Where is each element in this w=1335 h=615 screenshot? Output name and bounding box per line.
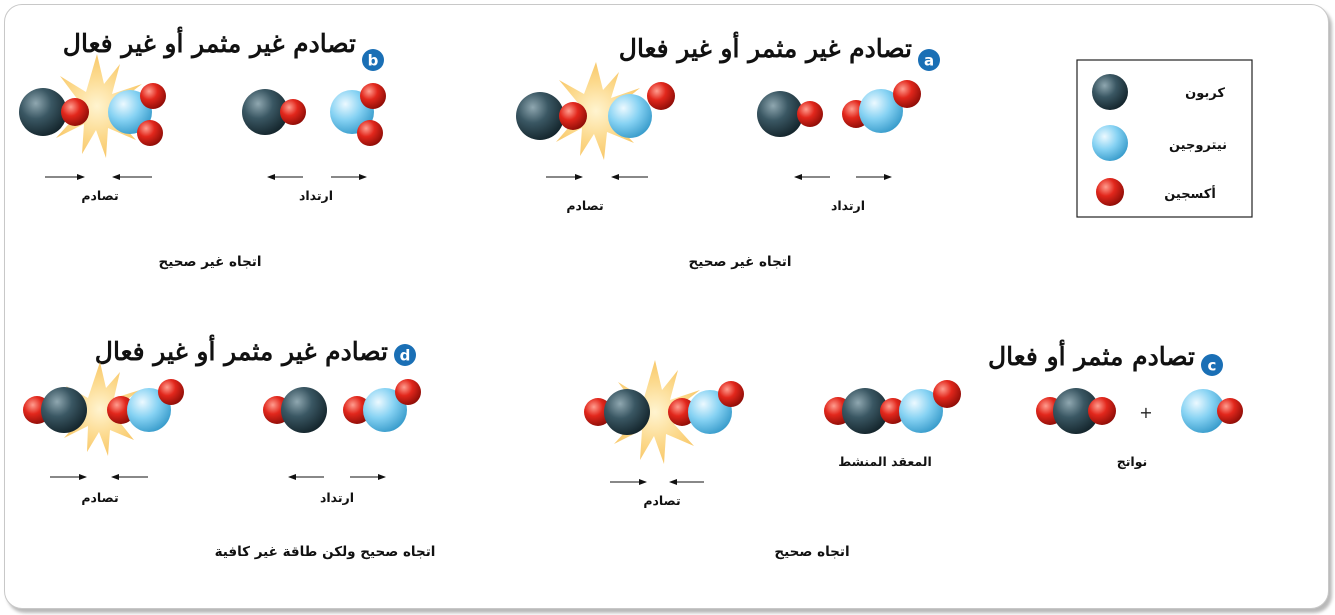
oxygen-atom-icon (107, 396, 135, 424)
svg-text:a: a (924, 52, 934, 70)
plus-sign: + (1139, 403, 1152, 422)
panel-d-title: تصادم غير مثمر أو غير فعال (95, 333, 388, 367)
carbon-atom-icon (757, 91, 803, 137)
legend-oxygen: أكسجين (1164, 185, 1216, 202)
oxygen-atom-icon (343, 396, 371, 424)
oxygen-atom-icon (140, 83, 166, 109)
svg-text:d: d (400, 347, 411, 365)
panel-b-collision-label: تصادم (81, 188, 118, 204)
panel-c-activated-complex-label: المعقد المنشط (838, 454, 932, 469)
oxygen-atom-icon (647, 82, 675, 110)
panel-d-rebound-label: ارتداد (320, 490, 354, 505)
badge-c (1201, 354, 1223, 376)
oxygen-atom-icon (61, 98, 89, 126)
oxygen-atom-icon (668, 398, 696, 426)
legend-box: كربون نيتروجين أكسجين (1076, 59, 1253, 218)
carbon-atom-icon (604, 389, 650, 435)
oxygen-atom-icon (357, 120, 383, 146)
nitrogen-atom-icon (1181, 389, 1225, 433)
svg-text:c: c (1208, 357, 1217, 375)
oxygen-atom-icon (718, 381, 744, 407)
panel-b-title: تصادم غير مثمر أو غير فعال (63, 25, 356, 59)
panel-a-rebound-label: ارتداد (831, 198, 865, 213)
oxygen-atom-icon (933, 380, 961, 408)
panel-c-direction: اتجاه صحيح (774, 544, 849, 560)
oxygen-atom-icon (158, 379, 184, 405)
carbon-atom-icon (242, 89, 288, 135)
collision-burst-icon (56, 362, 144, 456)
panel-d: d تصادم غير مثمر أو غير فعال تصادم ارتدا… (23, 333, 435, 560)
panel-c-products-label: نواتج (1117, 454, 1148, 469)
oxygen-atom-icon (559, 102, 587, 130)
panel-a: a تصادم غير مثمر أو غير فعال تصادم ارتدا… (516, 30, 940, 270)
oxygen-atom-icon (880, 398, 906, 424)
oxygen-atom-icon (584, 398, 612, 426)
panel-b: b تصادم غير مثمر أو غير فعال تصادم ارتدا… (19, 25, 386, 270)
carbon-atom-icon (842, 388, 888, 434)
legend-carbon: كربون (1185, 86, 1225, 101)
panel-d-direction: اتجاه صحيح ولكن طاقة غير كافية (215, 544, 436, 560)
oxygen-atom-icon (360, 83, 386, 109)
nitrogen-atom-icon (608, 94, 652, 138)
carbon-atom-icon (19, 88, 67, 136)
panel-c-title: تصادم مثمر أو فعال (988, 338, 1195, 372)
badge-a (918, 49, 940, 71)
panel-b-direction: اتجاه غير صحيح (158, 254, 261, 270)
badge-b (362, 49, 384, 71)
carbon-atom-icon (281, 387, 327, 433)
oxygen-atom-icon (395, 379, 421, 405)
badge-d (394, 344, 416, 366)
oxygen-atom-icon (893, 80, 921, 108)
oxygen-atom-icon (797, 101, 823, 127)
nitrogen-atom-icon (363, 388, 407, 432)
oxygen-atom-icon (1217, 398, 1243, 424)
svg-text:b: b (368, 52, 379, 70)
nitrogen-atom-icon (1092, 125, 1128, 161)
carbon-atom-icon (1053, 388, 1099, 434)
carbon-atom-icon (1092, 74, 1128, 110)
carbon-atom-icon (516, 92, 564, 140)
nitrogen-atom-icon (127, 388, 171, 432)
oxygen-atom-icon (280, 99, 306, 125)
carbon-atom-icon (41, 387, 87, 433)
panel-d-collision-label: تصادم (81, 490, 118, 506)
collision-burst-icon (606, 360, 704, 464)
oxygen-atom-icon (137, 120, 163, 146)
nitrogen-atom-icon (859, 89, 903, 133)
panel-b-rebound-label: ارتداد (299, 188, 333, 203)
oxygen-atom-icon (1096, 178, 1124, 206)
legend-nitrogen: نيتروجين (1169, 138, 1227, 153)
panel-a-collision-label: تصادم (566, 198, 603, 214)
oxygen-atom-icon (1088, 397, 1116, 425)
panel-c: c تصادم مثمر أو فعال تصادم المعقد المنشط… (584, 338, 1243, 560)
panel-a-title: تصادم غير مثمر أو غير فعال (619, 30, 912, 64)
nitrogen-atom-icon (899, 389, 943, 433)
panel-a-direction: اتجاه غير صحيح (688, 254, 791, 270)
panel-c-collision-label: تصادم (643, 493, 680, 509)
